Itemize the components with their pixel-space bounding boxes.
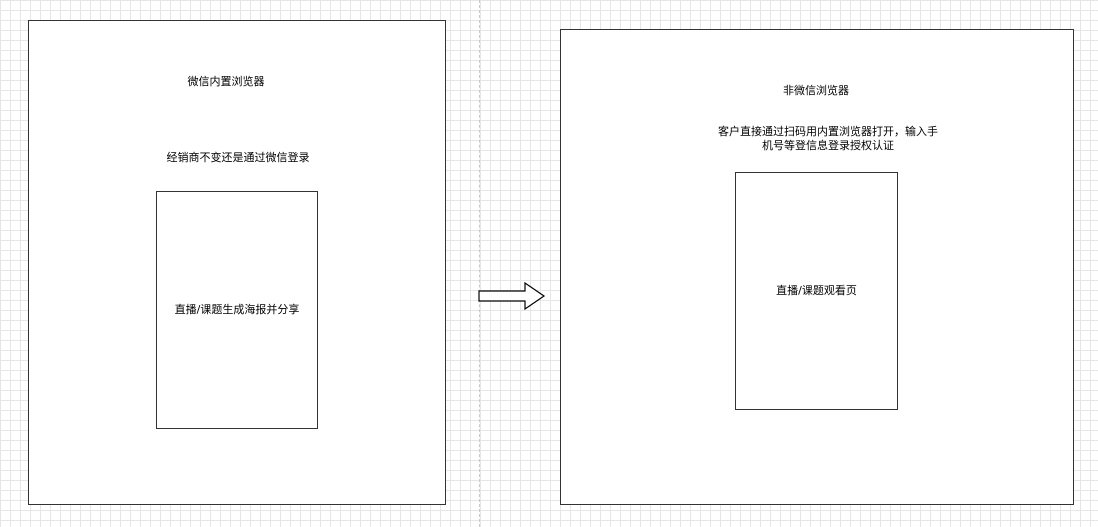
poster-share-box[interactable]	[156, 191, 318, 429]
non-wechat-browser-title: 非微信浏览器	[783, 84, 849, 97]
arrow-right-icon	[478, 281, 546, 311]
canvas-divider	[479, 0, 480, 527]
scan-login-description: 客户直接通过扫码用内置浏览器打开，输入手机号等登信息登录授权认证	[718, 125, 938, 152]
wechat-browser-title: 微信内置浏览器	[187, 75, 265, 88]
wechat-login-note: 经销商不变还是通过微信登录	[166, 151, 310, 164]
live-watch-box[interactable]	[735, 172, 898, 410]
live-watch-label: 直播/课题观看页	[776, 284, 857, 297]
poster-share-label: 直播/课题生成海报并分享	[174, 303, 300, 316]
